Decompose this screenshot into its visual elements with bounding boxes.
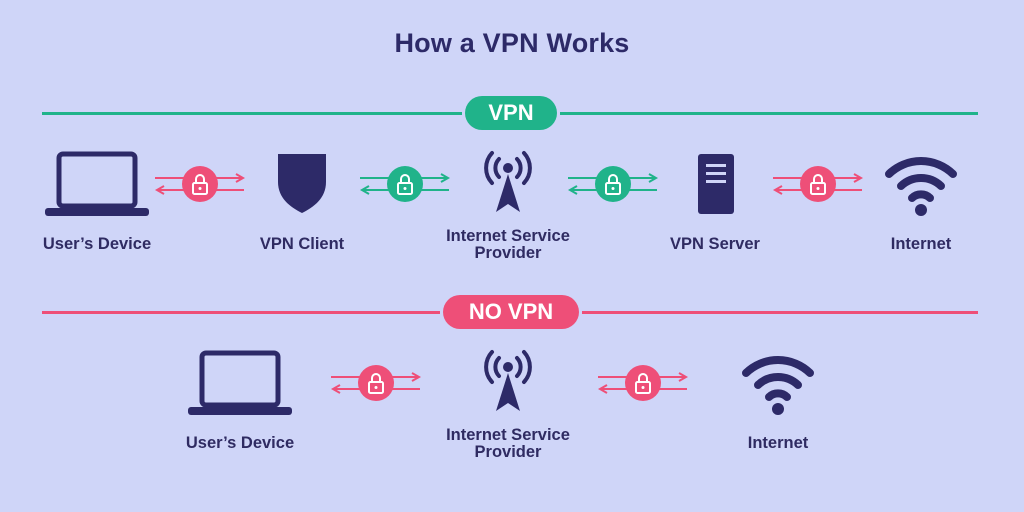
no-vpn-rule-left: [42, 311, 440, 314]
no-vpn-isp-label: Internet Service Provider: [446, 426, 570, 461]
no-vpn-isp-antenna-icon: [480, 347, 536, 418]
vpn-isp-label: Internet Service Provider: [446, 227, 570, 262]
vpn-internet-label: Internet: [890, 235, 952, 253]
vpn-connector-2: [359, 166, 451, 207]
shield-icon: [276, 152, 328, 219]
diagram-title: How a VPN Works: [394, 28, 630, 58]
no-vpn-rule-right: [582, 311, 978, 314]
vpn-users-device-icon: [45, 150, 149, 225]
no-vpn-users-device-icon: [188, 349, 292, 424]
vpn-label-badge: VPN: [465, 96, 557, 130]
vpn-rule-left: [42, 112, 462, 115]
vpn-internet-wifi-icon: [884, 148, 958, 223]
vpn-connector-4: [772, 166, 864, 207]
no-vpn-connector-2: [597, 365, 689, 406]
vpn-client-label: VPN Client: [259, 235, 345, 253]
vpn-server-label: VPN Server: [670, 235, 760, 253]
vpn-connector-1: [154, 166, 246, 207]
vpn-rule-right: [560, 112, 978, 115]
vpn-connector-3: [567, 166, 659, 207]
no-vpn-connector-1: [330, 365, 422, 406]
vpn-isp-antenna-icon: [480, 148, 536, 219]
no-vpn-users-device-label: User’s Device: [185, 434, 295, 452]
vpn-users-device-label: User’s Device: [42, 235, 152, 253]
no-vpn-internet-wifi-icon: [741, 347, 815, 422]
no-vpn-label-badge: NO VPN: [443, 295, 579, 329]
no-vpn-internet-label: Internet: [747, 434, 809, 452]
server-icon: [696, 152, 736, 221]
